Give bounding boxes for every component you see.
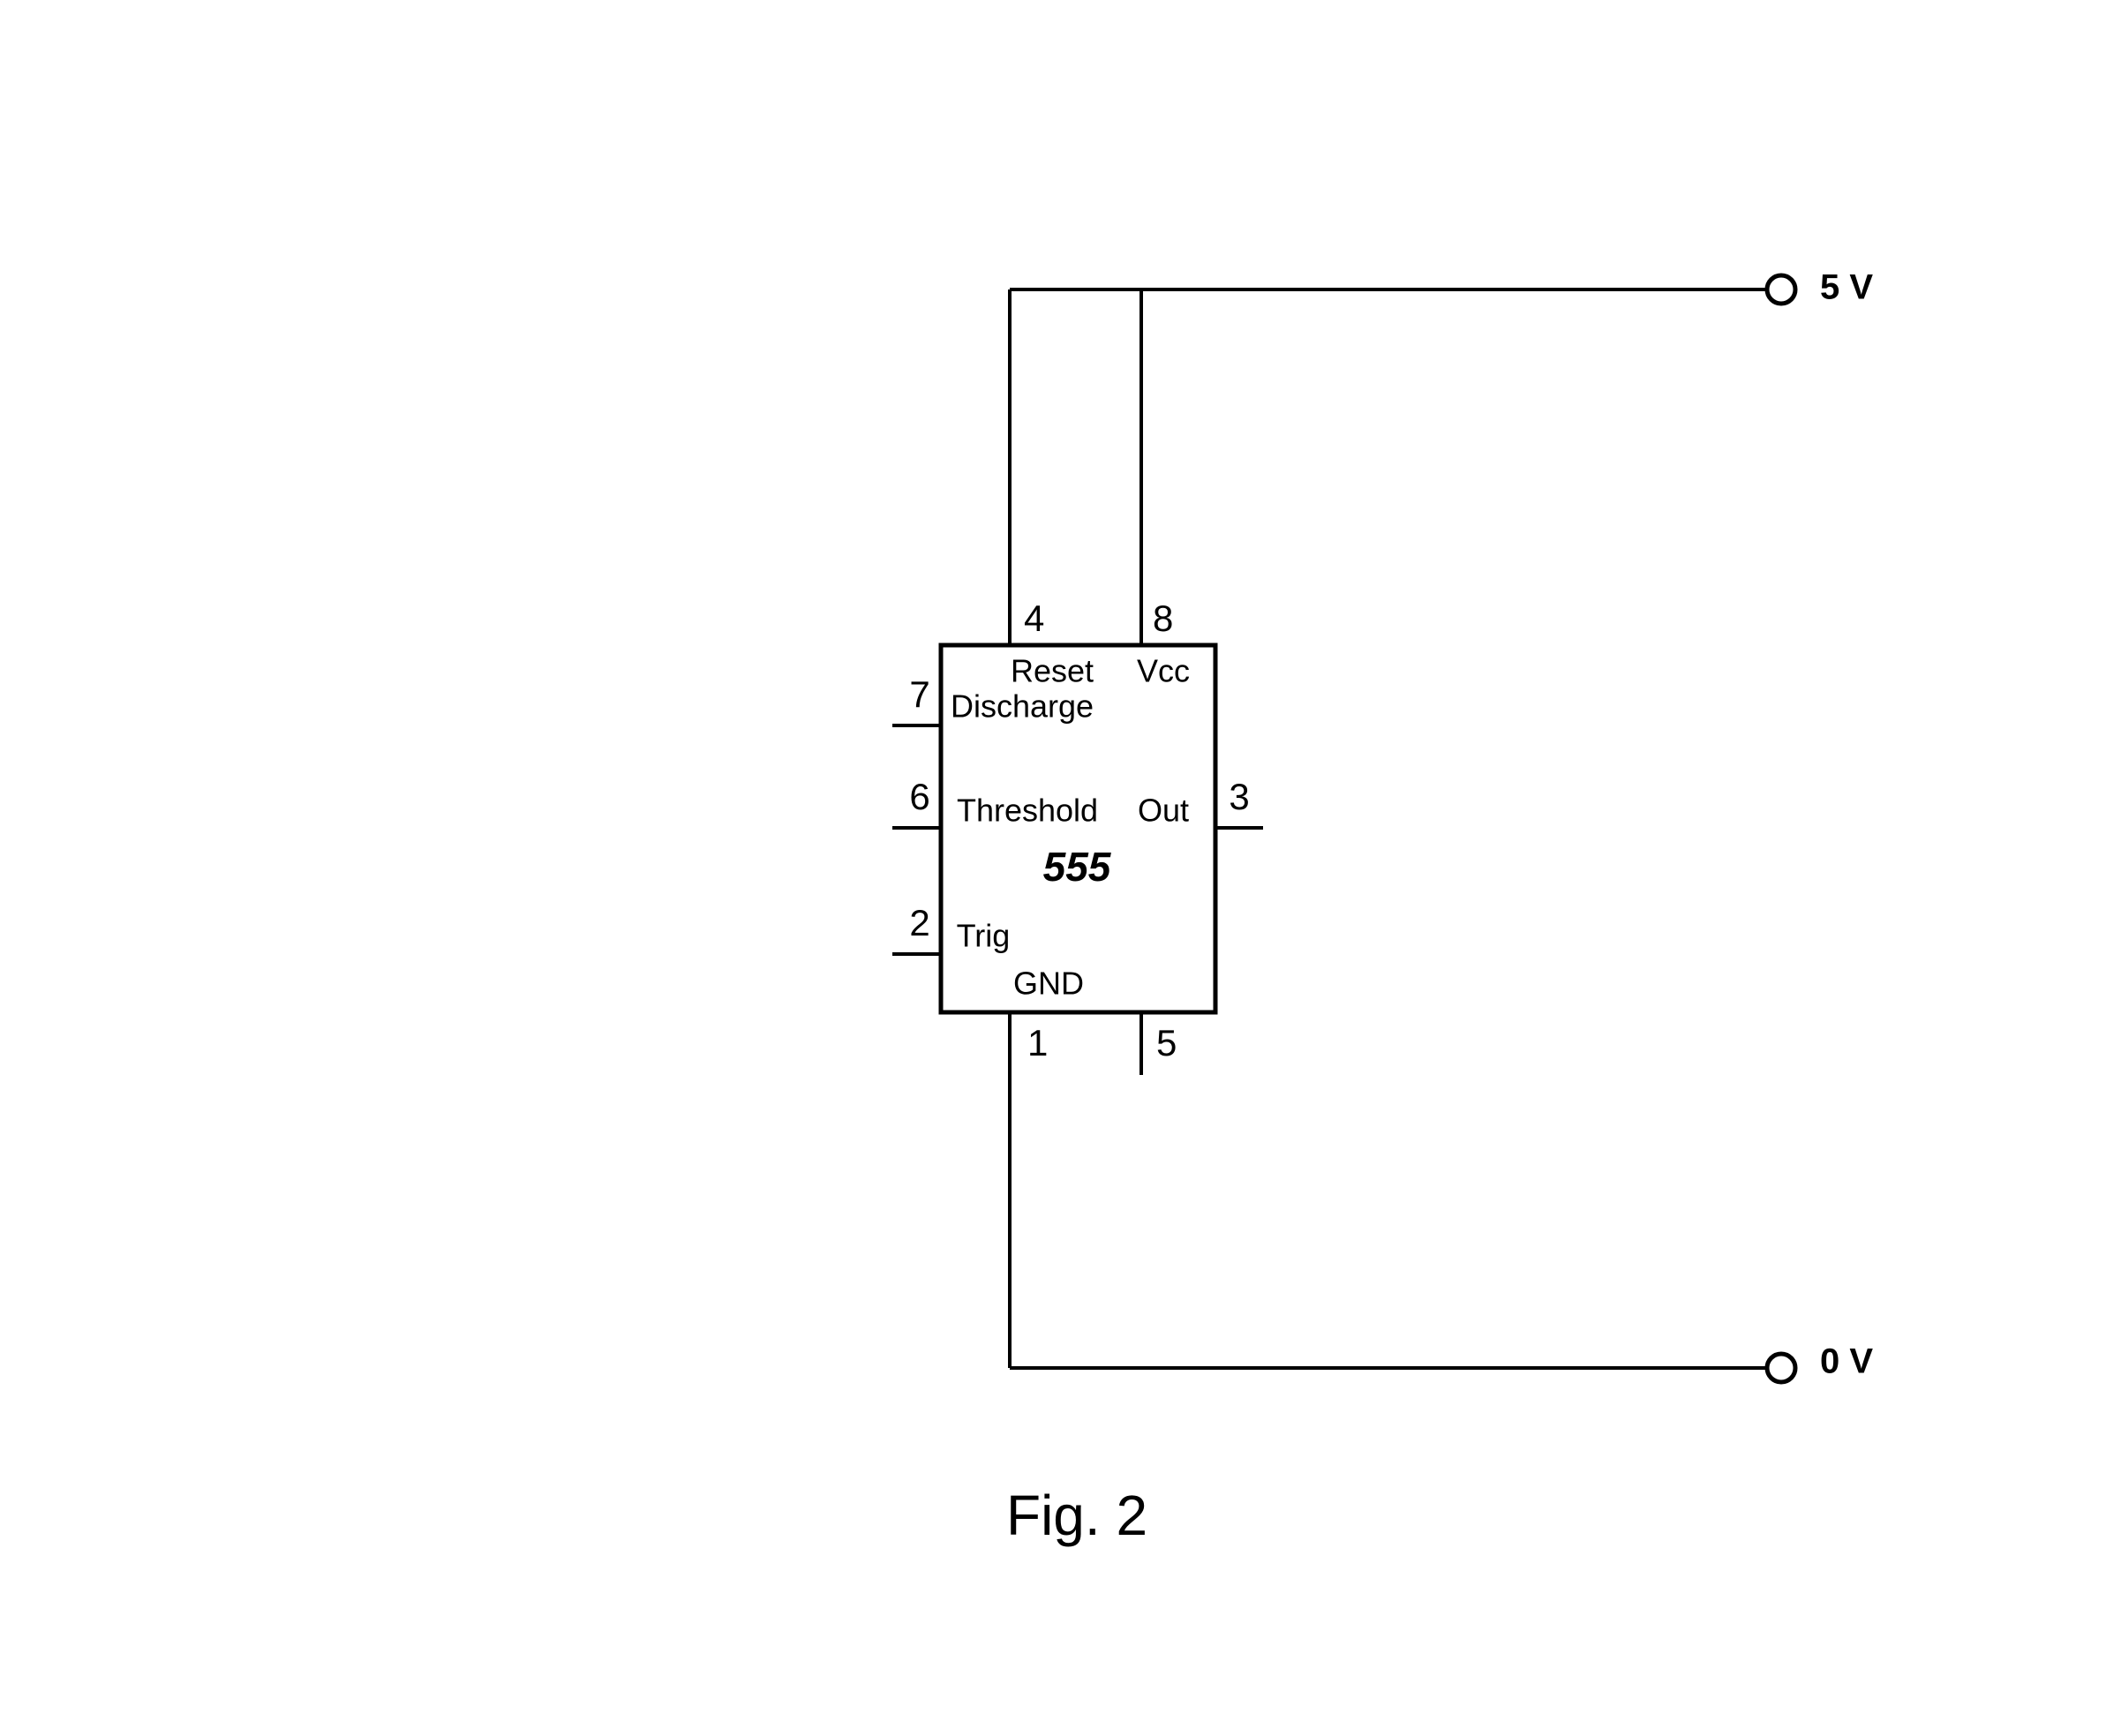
ground-voltage-label: 0 V <box>1820 1342 1873 1381</box>
pin6-threshold-label: Threshold <box>957 793 1098 829</box>
ic-555-body <box>938 643 1218 1015</box>
pin8-vcc-label: Vcc <box>1137 653 1190 689</box>
ic-part-number: 555 <box>1043 844 1112 890</box>
figure-caption: Fig. 2 <box>1006 1484 1147 1547</box>
ground-terminal-node <box>1764 1351 1798 1385</box>
supply-terminal-node <box>1764 273 1798 306</box>
pin7-number: 7 <box>909 673 929 715</box>
pin7-discharge-label: Discharge <box>951 688 1094 725</box>
pin1-gnd-label: GND <box>1013 966 1084 1002</box>
pin2-trig-label: Trig <box>957 918 1011 954</box>
pin2-number: 2 <box>909 902 929 943</box>
pin6-number: 6 <box>909 776 929 817</box>
pin8-number: 8 <box>1153 597 1173 639</box>
pin1-number: 1 <box>1027 1022 1048 1063</box>
pin3-out-label: Out <box>1138 793 1189 829</box>
pin4-reset-label: Reset <box>1011 653 1094 689</box>
pin4-number: 4 <box>1024 597 1044 639</box>
supply-voltage-label: 5 V <box>1820 268 1873 307</box>
pin3-number: 3 <box>1229 776 1249 817</box>
pin5-number: 5 <box>1156 1022 1177 1063</box>
